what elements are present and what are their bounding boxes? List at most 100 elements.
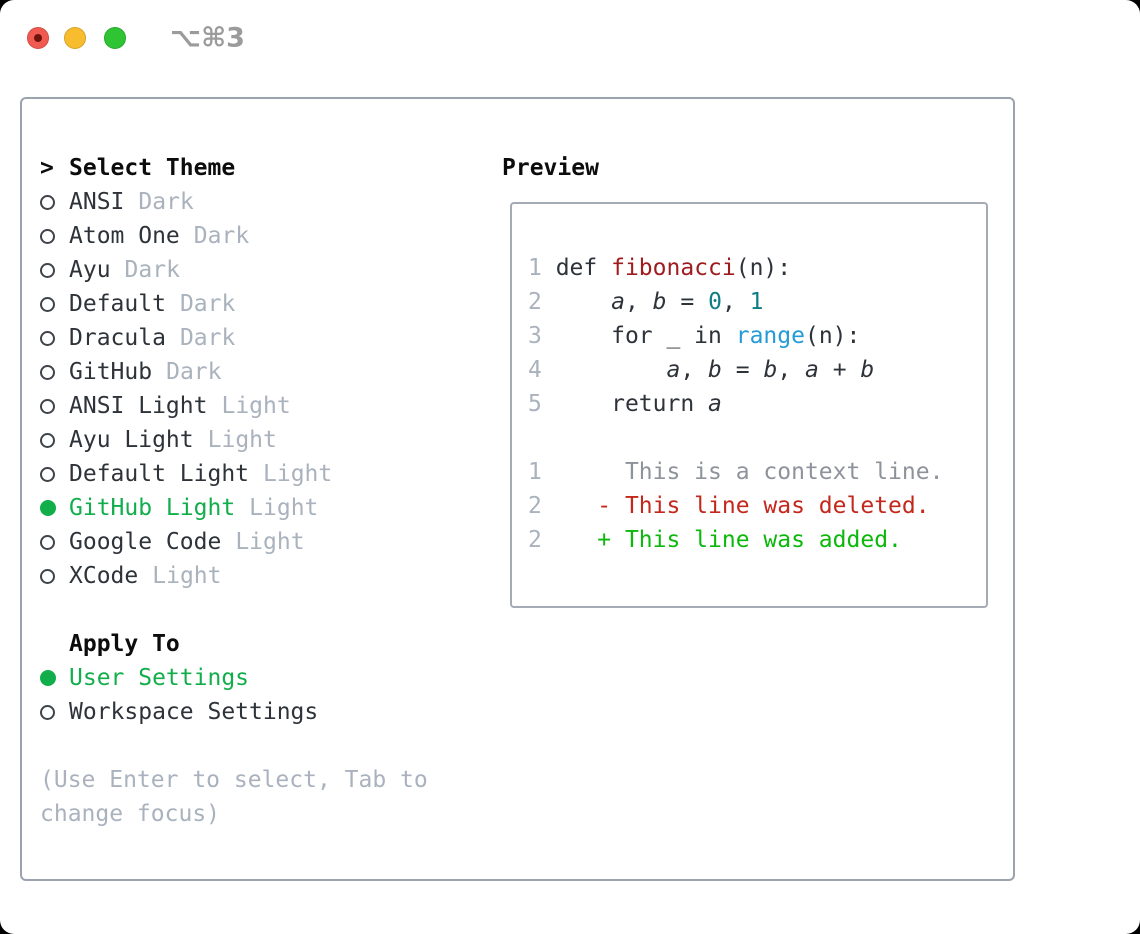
apply-to-title: Apply To [69, 631, 180, 657]
caret-icon: > [40, 155, 54, 181]
line-number: 2 [528, 527, 542, 553]
code-segment: , [777, 357, 806, 383]
code-line: 1 def fibonacci(n): [528, 251, 986, 285]
code-segment: b [860, 357, 875, 383]
line-number: 3 [528, 323, 542, 349]
radio-selected-icon [40, 670, 56, 686]
theme-name: GitHub Light [69, 495, 236, 521]
code-line: 3 for _ in range(n): [528, 319, 986, 353]
apply-option-workspace-settings[interactable]: Workspace Settings [40, 695, 492, 729]
code-segment: + [818, 357, 861, 383]
theme-option-xcode[interactable]: XCode Light [40, 559, 492, 593]
code-segment: a [805, 357, 819, 383]
theme-name: Atom One [69, 223, 180, 249]
code-segment: for _ in [541, 323, 736, 349]
zoom-button[interactable] [104, 27, 126, 49]
theme-option-dracula[interactable]: Dracula Dark [40, 321, 492, 355]
code-line: 2 a, b = 0, 1 [528, 285, 986, 319]
code-segment: = [721, 357, 764, 383]
theme-option-ayu-light[interactable]: Ayu Light Light [40, 423, 492, 457]
theme-variant-badge: Light [207, 427, 277, 453]
code-segment: fibonacci [611, 255, 736, 281]
theme-option-github-light[interactable]: GitHub Light Light [40, 491, 492, 525]
radio-marker [40, 432, 69, 448]
minimize-button[interactable] [64, 27, 86, 49]
code-segment: 0 [708, 289, 722, 315]
theme-variant-badge: Light [249, 495, 319, 521]
apply-option-user-settings[interactable]: User Settings [40, 661, 492, 695]
select-theme-title: Select Theme [69, 155, 236, 181]
code-line: 5 return a [528, 387, 986, 421]
code-line: 2 + This line was added. [528, 523, 986, 557]
code-segment: b [708, 357, 722, 383]
code-segment: This is a context line. [541, 459, 944, 485]
line-number: 5 [528, 391, 542, 417]
code-segment: , [624, 289, 653, 315]
line-number: 2 [528, 493, 542, 519]
radio-marker [40, 262, 69, 278]
radio-icon [40, 262, 55, 278]
theme-variant-badge: Light [235, 529, 305, 555]
theme-name: Dracula [69, 325, 166, 351]
theme-variant-badge: Light [152, 563, 222, 589]
theme-variant-badge: Dark [179, 291, 236, 317]
code-segment: range [735, 323, 805, 349]
code-segment: return [541, 391, 709, 417]
radio-marker [40, 398, 69, 414]
theme-variant-badge: Dark [179, 325, 236, 351]
preview-title: Preview [502, 155, 599, 181]
select-theme-header: > Select Theme [40, 151, 492, 185]
code-segment: - This line was deleted. [541, 493, 930, 519]
radio-marker [40, 704, 69, 720]
window-title: ⌥⌘3 [170, 22, 245, 54]
code-segment [542, 289, 611, 315]
code-line: 1 This is a context line. [528, 455, 986, 489]
theme-option-google-code[interactable]: Google Code Light [40, 525, 492, 559]
radio-marker [40, 296, 69, 312]
unsaved-dot-icon [34, 34, 42, 42]
theme-option-github[interactable]: GitHub Dark [40, 355, 492, 389]
line-number: 1 [528, 459, 542, 485]
code-line: 4 a, b = b, a + b [528, 353, 986, 387]
theme-variant-badge: Dark [166, 359, 222, 385]
theme-name: GitHub [69, 359, 153, 385]
code-segment: b [763, 357, 778, 383]
theme-name: ANSI [69, 189, 125, 215]
theme-name: Ayu [69, 257, 111, 283]
radio-marker [40, 194, 69, 210]
close-button[interactable] [27, 27, 49, 49]
radio-icon [40, 330, 55, 346]
radio-marker [40, 568, 69, 584]
code-segment: , [721, 289, 750, 315]
apply-name: User Settings [69, 665, 250, 691]
theme-name: Ayu Light [69, 427, 194, 453]
theme-name: XCode [69, 563, 139, 589]
code-segment: (n): [804, 323, 861, 349]
apply-to-header: Apply To [40, 627, 492, 661]
radio-icon [40, 466, 55, 482]
code-segment: , [680, 357, 709, 383]
code-segment: + This line was added. [541, 527, 902, 553]
code-segment [542, 357, 667, 383]
radio-marker [40, 500, 69, 516]
radio-marker [40, 534, 69, 550]
code-segment: (n): [735, 255, 792, 281]
theme-name: Google Code [69, 529, 222, 555]
code-segment: 1 [749, 289, 764, 315]
caret-marker: > [40, 155, 69, 181]
code-segment: = [666, 289, 709, 315]
radio-icon [40, 296, 55, 312]
radio-marker [40, 330, 69, 346]
radio-icon [40, 704, 55, 720]
